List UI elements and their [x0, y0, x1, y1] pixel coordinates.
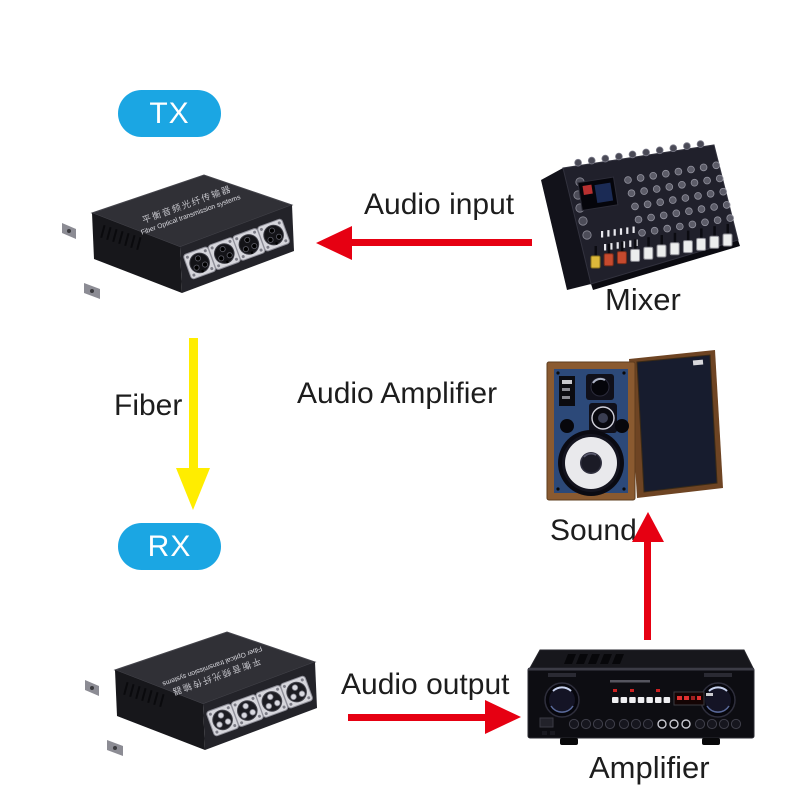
amplifier-image [527, 649, 755, 745]
led-display [673, 691, 713, 706]
channel-knob-grid [624, 161, 735, 237]
eq-sliders [601, 226, 638, 251]
fiber-label: Fiber [114, 389, 183, 422]
arrow-shaft [189, 338, 198, 470]
fader-row [590, 224, 733, 269]
amplifier-caption: Amplifier [589, 750, 710, 785]
tweeter [586, 374, 614, 400]
bass-port [560, 419, 574, 433]
arrow-shaft [348, 239, 532, 246]
tx-badge: TX [118, 90, 221, 137]
front-controls [539, 717, 742, 735]
rx-badge-label: RX [147, 529, 192, 563]
rx-fiber-converter-image: 平衡音频光纤传输器 Fiber Optical transmission sys… [85, 631, 317, 756]
mixer-image [541, 140, 740, 290]
foot [560, 738, 578, 745]
woofer [558, 430, 624, 496]
arrow-head [316, 226, 352, 260]
vent-slots [100, 224, 142, 251]
arrow-shaft [644, 540, 651, 640]
tx-badge-label: TX [149, 96, 190, 130]
foot [702, 738, 720, 745]
speakers-image [546, 350, 723, 501]
tx-fiber-converter-image: 平衡音频光纤传输器 Fiber Optical transmission sys… [62, 174, 294, 299]
rx-badge: RX [118, 523, 221, 570]
arrow-head [632, 512, 664, 542]
arrow-head [176, 468, 210, 510]
arrow-head [485, 700, 521, 734]
jack-inputs [657, 719, 691, 729]
bass-port [615, 419, 629, 433]
rear-knob-row [574, 140, 705, 167]
mixer-caption: Mixer [605, 282, 681, 317]
selector-buttons [612, 689, 671, 703]
front-speaker [546, 361, 636, 501]
system-title: Audio Amplifier [297, 377, 498, 410]
sound-label: Sound [550, 514, 637, 547]
volume-knob [544, 673, 580, 718]
mixer-display [577, 176, 619, 211]
mid-driver [589, 403, 617, 433]
rear-speaker [629, 350, 723, 498]
arrow-shaft [348, 714, 488, 721]
audio-output-label: Audio output [341, 668, 510, 701]
vent-slots [123, 681, 165, 708]
power-switch [539, 717, 554, 728]
top-vents [564, 654, 624, 664]
badge-plate [559, 376, 575, 406]
audio-input-label: Audio input [364, 188, 515, 221]
